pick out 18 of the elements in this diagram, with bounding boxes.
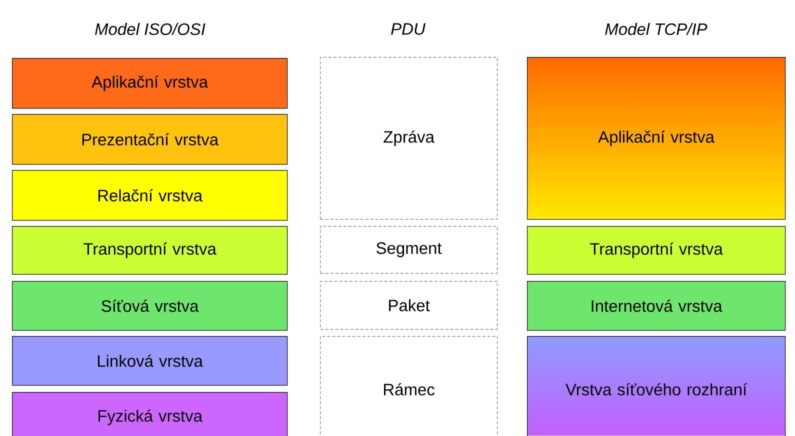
column-heading: Model ISO/OSI (95, 22, 206, 36)
layer-box: Aplikační vrstva (527, 57, 786, 220)
pdu-box: Segment (320, 226, 498, 274)
pdu-box: Zpráva (320, 57, 498, 220)
column-heading: Model TCP/IP (605, 22, 708, 36)
layer-box: Transportní vrstva (12, 226, 288, 275)
pdu-box: Paket (320, 281, 498, 330)
layer-box: Relační vrstva (12, 170, 288, 221)
layer-box: Linková vrstva (12, 336, 288, 386)
pdu-box: Rámec (320, 336, 498, 436)
layer-box: Síťová vrstva (12, 281, 288, 331)
layer-box: Internetová vrstva (527, 281, 786, 331)
column-heading: PDU (391, 23, 426, 35)
layer-box: Fyzická vrstva (12, 392, 288, 436)
layer-box: Vrstva síťového rozhraní (527, 336, 786, 436)
layer-box: Transportní vrstva (527, 226, 786, 275)
layer-box: Aplikační vrstva (12, 58, 288, 109)
layer-box: Prezentační vrstva (12, 114, 288, 165)
